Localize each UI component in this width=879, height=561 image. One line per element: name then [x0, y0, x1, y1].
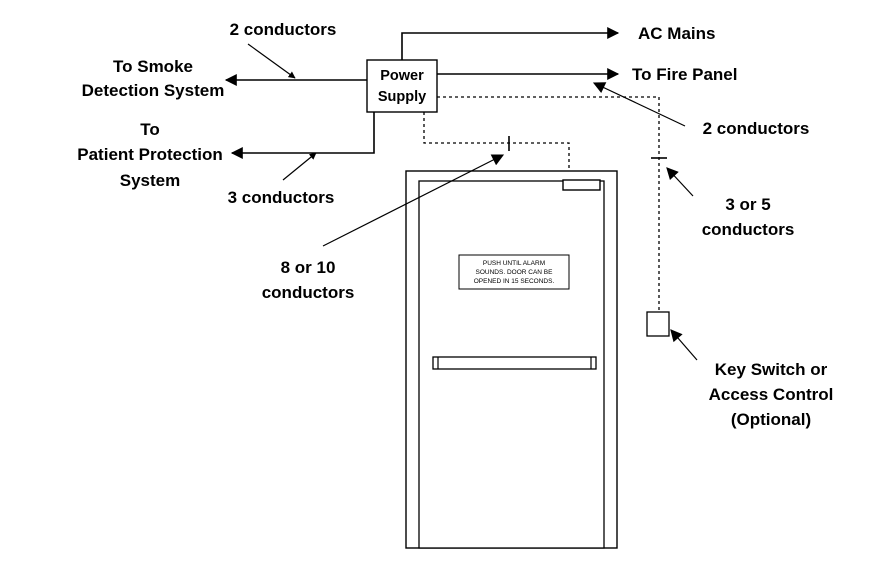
to-fire-panel-label: To Fire Panel [632, 65, 738, 84]
conductors-2-top-label: 2 conductors [230, 20, 337, 39]
patient-protection-wire [230, 112, 375, 159]
power-supply-label-line1: Power [380, 68, 424, 84]
conductors-8or10-label-line1: 8 or 10 [281, 258, 336, 277]
door-lock-wire [423, 112, 570, 180]
ac-mains-label: AC Mains [638, 24, 715, 43]
door-sign-line3: OPENED IN 15 SECONDS. [474, 278, 555, 285]
to-patient-label-line1: To [140, 120, 160, 139]
to-smoke-label-line1: To Smoke [113, 57, 193, 76]
power-supply-label-line2: Supply [378, 89, 426, 105]
conductors-3-label: 3 conductors [228, 188, 335, 207]
key-switch-wire [437, 96, 660, 312]
door: PUSH UNTIL ALARM SOUNDS. DOOR CAN BE OPE… [405, 170, 618, 549]
conductors-3-pointer [282, 152, 317, 181]
conductors-8or10-label-line2: conductors [262, 283, 355, 302]
to-smoke-label-line2: Detection System [82, 81, 225, 100]
key-switch-label-line2: Access Control [709, 385, 834, 404]
conductors-8or10-pointer [322, 154, 505, 247]
electromagnetic-lock [562, 179, 601, 191]
key-switch-pointer [670, 329, 698, 361]
ac-mains-wire [401, 27, 620, 60]
key-switch-label-line1: Key Switch or [715, 360, 828, 379]
to-patient-label-line3: System [120, 171, 180, 190]
conductors-3or5-label-line1: 3 or 5 [725, 195, 770, 214]
door-sign-line2: SOUNDS. DOOR CAN BE [476, 269, 554, 276]
key-switch-box [646, 311, 670, 337]
door-sign [458, 254, 570, 290]
to-patient-label-line2: Patient Protection [77, 145, 222, 164]
conductors-2-right-label: 2 conductors [703, 119, 810, 138]
key-switch-label-line3: (Optional) [731, 410, 811, 429]
conductors-2-right-pointer [592, 82, 686, 127]
power-supply-box: Power Supply [366, 59, 438, 113]
door-sign-line1: PUSH UNTIL ALARM [483, 260, 545, 267]
conductors-2-top-pointer [247, 43, 296, 79]
push-bar [432, 356, 597, 370]
conductors-3or5-pointer [666, 167, 694, 197]
conductors-3or5-label-line2: conductors [702, 220, 795, 239]
